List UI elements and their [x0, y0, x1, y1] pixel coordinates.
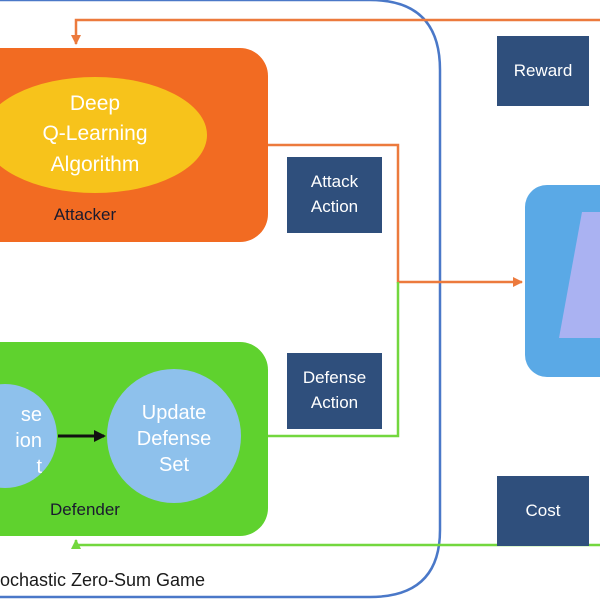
attack-action-line-2: Action: [310, 197, 359, 216]
defense-circle-left-line-2: ion: [15, 430, 42, 452]
reward-box: Reward: [497, 36, 589, 106]
defense-action-line-2: Action: [310, 393, 359, 412]
defense-circle-left: [0, 384, 57, 488]
attack-arrow: [268, 143, 523, 287]
cost-box: Cost: [497, 476, 589, 546]
update-defense-line-1: Update: [141, 402, 207, 424]
q-learning-line-3: Algorithm: [50, 152, 140, 176]
defense-action-box: Defense Action: [287, 353, 382, 429]
environment-shape: [559, 212, 600, 338]
q-learning-line-2: Q-Learning: [42, 122, 148, 146]
update-defense-line-3: Set: [158, 454, 190, 476]
cost-label: Cost: [525, 500, 561, 520]
defense-circle-left-label: se ion t: [0, 402, 42, 480]
q-learning-label: Deep Q-Learning Algorithm: [10, 89, 180, 180]
game-label: ochastic Zero-Sum Game: [0, 570, 206, 590]
defense-circle-left-line-3: t: [36, 456, 42, 478]
update-defense-circle: [107, 369, 241, 503]
attacker-label: Attacker: [53, 205, 117, 224]
defense-action-line-1: Defense: [302, 368, 367, 388]
cost-feedback-arrow: [71, 539, 600, 549]
reward-feedback-arrow: [71, 18, 600, 45]
update-defense-label: Update Defense Set: [114, 400, 234, 478]
defense-arrow: [268, 282, 400, 438]
defense-circle-left-line-1: se: [20, 404, 42, 426]
reward-label: Reward: [513, 60, 573, 80]
update-defense-line-2: Defense: [136, 428, 212, 450]
q-learning-ellipse: [0, 77, 207, 193]
q-learning-line-1: Deep: [69, 92, 121, 115]
game-frame: [0, 0, 442, 599]
defender-label: Defender: [50, 500, 120, 519]
attack-action-box: Attack Action: [287, 157, 382, 233]
attack-action-line-1: Attack: [310, 172, 359, 192]
